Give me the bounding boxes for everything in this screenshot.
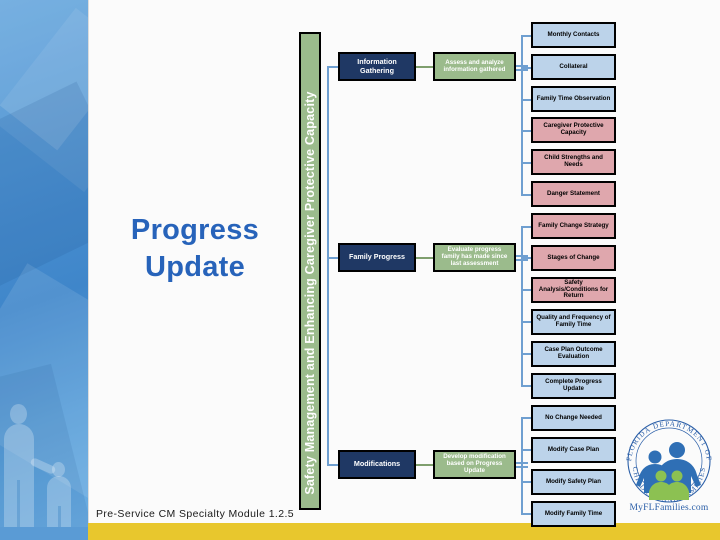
connector: [521, 67, 531, 69]
adult-silhouette-icon: [10, 404, 27, 424]
connector: [521, 513, 531, 515]
svg-text:FLORIDA DEPARTMENT OF: FLORIDA DEPARTMENT OF: [625, 420, 713, 462]
child-silhouette-icon: [52, 462, 65, 477]
stage-box-modifications[interactable]: Modifications: [338, 450, 416, 479]
connector: [521, 449, 531, 451]
page-title-line-1: Progress: [130, 214, 260, 246]
connector: [416, 464, 433, 466]
connector: [521, 194, 531, 196]
connector: [521, 226, 531, 228]
decorative-blue-panel: [0, 0, 90, 540]
output-box-modify-family-time[interactable]: Modify Family Time: [531, 501, 616, 527]
output-box-family-change-strategy[interactable]: Family Change Strategy: [531, 213, 616, 239]
connector: [521, 162, 531, 164]
connector: [521, 481, 531, 483]
connector: [327, 257, 338, 259]
connector: [521, 257, 531, 259]
adult-silhouette-icon: [17, 480, 20, 535]
footer-accent-left: [0, 527, 88, 540]
output-box-caregiver-protective-capacity[interactable]: Caregiver Protective Capacity: [531, 117, 616, 143]
connector: [521, 226, 523, 386]
output-box-quality-and-frequency-of-family-time[interactable]: Quality and Frequency of Family Time: [531, 309, 616, 335]
connector: [327, 464, 338, 466]
connector: [521, 35, 531, 37]
connector: [521, 417, 523, 514]
output-box-monthly-contacts[interactable]: Monthly Contacts: [531, 22, 616, 48]
connector: [521, 353, 531, 355]
vertical-banner: [299, 32, 321, 510]
output-box-child-strengths-and-needs[interactable]: Child Strengths and Needs: [531, 149, 616, 175]
connector: [521, 385, 531, 387]
output-box-stages-of-change[interactable]: Stages of Change: [531, 245, 616, 271]
adult-silhouette-icon: [4, 424, 34, 534]
output-box-danger-statement[interactable]: Danger Statement: [531, 181, 616, 207]
connector: [416, 66, 433, 68]
connector: [327, 66, 338, 68]
output-box-family-time-observation[interactable]: Family Time Observation: [531, 86, 616, 112]
connector: [521, 99, 531, 101]
output-box-case-plan-outcome-evaluation[interactable]: Case Plan Outcome Evaluation: [531, 341, 616, 367]
svg-text:MyFLFamilies.com: MyFLFamilies.com: [630, 503, 709, 512]
connector: [416, 257, 433, 259]
connector: [521, 417, 531, 419]
output-box-safety-analysis-conditions-for-return[interactable]: Safety Analysis/Conditions for Return: [531, 277, 616, 303]
footer-gold-bar: [88, 523, 720, 540]
action-box-information-gathering[interactable]: Assess and analyze information gathered: [433, 52, 516, 81]
output-box-modify-safety-plan[interactable]: Modify Safety Plan: [531, 469, 616, 495]
output-box-collateral[interactable]: Collateral: [531, 54, 616, 80]
page-title: Progress Update: [100, 212, 290, 286]
action-box-modifications[interactable]: Develop modification based on Progress U…: [433, 450, 516, 479]
output-box-no-change-needed[interactable]: No Change Needed: [531, 405, 616, 431]
dcf-logo: FLORIDA DEPARTMENT OF CHILDREN AND FAMIL…: [622, 414, 716, 512]
page-title-line-2: Update: [144, 251, 246, 284]
connector: [327, 66, 329, 258]
stage-box-information-gathering[interactable]: Information Gathering: [338, 52, 416, 81]
connector: [521, 130, 531, 132]
stage-box-family-progress[interactable]: Family Progress: [338, 243, 416, 272]
connector: [521, 289, 531, 291]
action-box-family-progress[interactable]: Evaluate progress family has made since …: [433, 243, 516, 272]
output-box-modify-case-plan[interactable]: Modify Case Plan: [531, 437, 616, 463]
output-box-complete-progress-update[interactable]: Complete Progress Update: [531, 373, 616, 399]
footer-label: Pre-Service CM Specialty Module 1.2.5: [96, 508, 295, 520]
connector: [327, 257, 329, 465]
child-silhouette-icon: [58, 506, 61, 540]
connector: [521, 321, 531, 323]
connector: [521, 35, 523, 195]
